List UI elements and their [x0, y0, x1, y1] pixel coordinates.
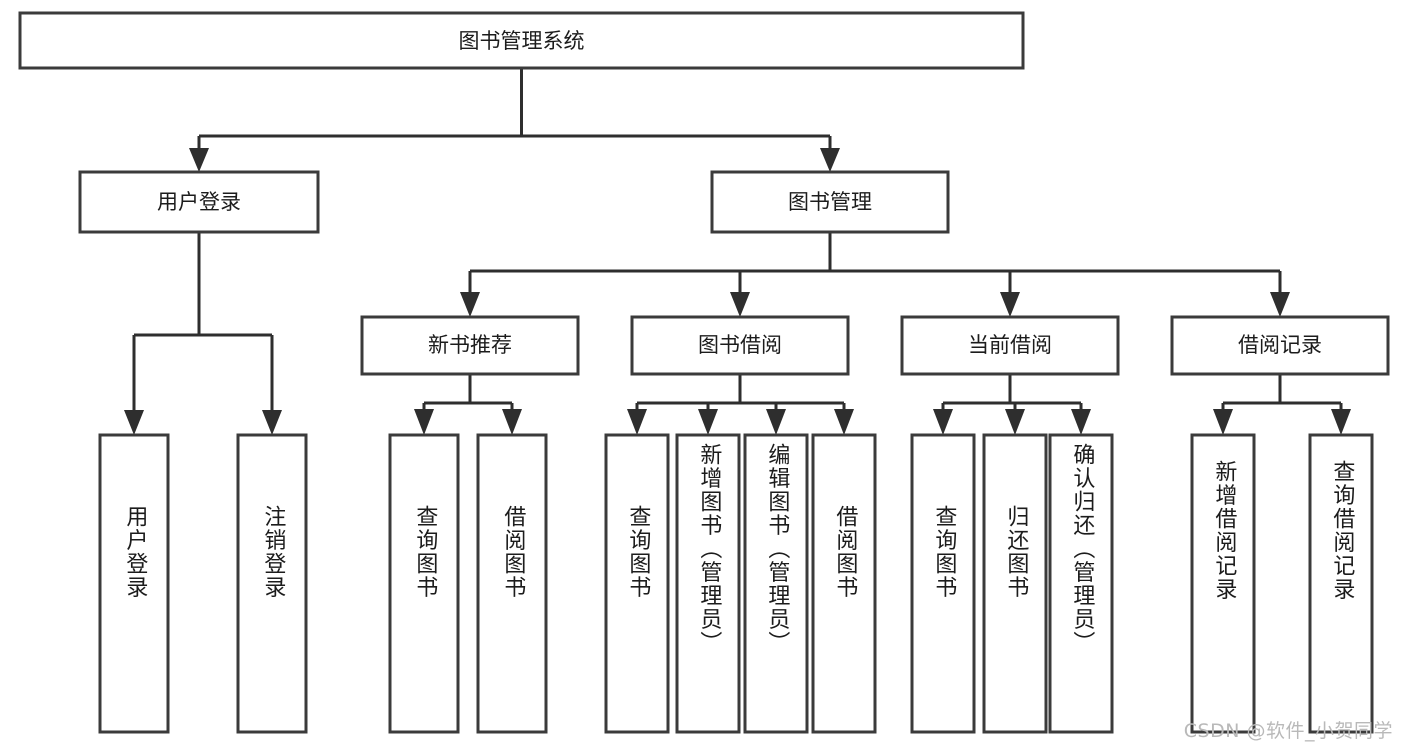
- node-borrow-record-label: 借阅记录: [1238, 333, 1322, 357]
- arrowhead-leaf-borrow-book-2: [834, 409, 854, 435]
- connector-layer: [124, 68, 1351, 435]
- node-new-book-recommend[interactable]: 新书推荐: [360, 315, 580, 376]
- arrowhead-book-management: [820, 148, 840, 172]
- node-leaf-query-book-1-box[interactable]: [388, 433, 460, 734]
- arrowhead-leaf-add-book: [698, 409, 718, 435]
- node-leaf-confirm-return-box[interactable]: [1048, 433, 1114, 734]
- node-new-book-recommend-label: 新书推荐: [428, 333, 512, 357]
- node-book-management-label: 图书管理: [788, 190, 872, 214]
- arrowhead-user-login: [189, 148, 209, 172]
- arrowhead-leaf-user-login: [124, 410, 144, 435]
- arrowhead-current-borrow: [1000, 292, 1020, 317]
- node-leaf-user-login-box[interactable]: [98, 433, 170, 734]
- node-book-management-box[interactable]: [710, 170, 950, 234]
- node-leaf-edit-book-box[interactable]: [743, 433, 809, 734]
- node-user-login-box[interactable]: [78, 170, 320, 234]
- node-root-label: 图书管理系统: [459, 29, 585, 53]
- node-current-borrow-box[interactable]: [900, 315, 1120, 376]
- node-book-management[interactable]: 图书管理: [710, 170, 950, 234]
- arrowhead-leaf-return-book: [1005, 409, 1025, 435]
- node-current-borrow[interactable]: 当前借阅: [900, 315, 1120, 376]
- node-leaf-query-record-box[interactable]: [1308, 433, 1374, 734]
- arrowhead-leaf-query-book-3: [933, 409, 953, 435]
- node-root-box[interactable]: [18, 11, 1025, 70]
- arrowhead-leaf-query-book-1: [414, 409, 434, 435]
- node-borrow-record[interactable]: 借阅记录: [1170, 315, 1390, 376]
- node-book-borrow-box[interactable]: [630, 315, 850, 376]
- arrowhead-leaf-confirm-return: [1071, 409, 1091, 435]
- node-leaf-logout-box[interactable]: [236, 433, 308, 734]
- node-user-login[interactable]: 用户登录: [78, 170, 320, 234]
- node-book-borrow[interactable]: 图书借阅: [630, 315, 850, 376]
- arrowhead-leaf-query-book-2: [627, 409, 647, 435]
- arrowhead-leaf-borrow-book-1: [502, 409, 522, 435]
- node-leaf-query-book-2-box[interactable]: [604, 433, 670, 734]
- arrowhead-leaf-query-record: [1331, 409, 1351, 435]
- arrowhead-new-book-recommend: [460, 292, 480, 317]
- csdn-watermark: CSDN @软件_小贺同学: [1183, 720, 1393, 742]
- arrowhead-leaf-edit-book: [766, 409, 786, 435]
- leaf-box-layer[interactable]: [98, 433, 1374, 734]
- arrowhead-book-borrow: [730, 292, 750, 317]
- node-leaf-borrow-book-2-box[interactable]: [811, 433, 877, 734]
- arrowhead-leaf-logout: [262, 410, 282, 435]
- node-root[interactable]: 图书管理系统: [18, 11, 1025, 70]
- node-leaf-add-record-box[interactable]: [1190, 433, 1256, 734]
- node-current-borrow-label: 当前借阅: [968, 333, 1052, 357]
- arrowhead-leaf-add-record: [1213, 409, 1233, 435]
- node-leaf-borrow-book-1-box[interactable]: [476, 433, 548, 734]
- node-new-book-recommend-box[interactable]: [360, 315, 580, 376]
- node-leaf-add-book-box[interactable]: [675, 433, 741, 734]
- node-leaf-query-book-3-box[interactable]: [910, 433, 976, 734]
- node-book-borrow-label: 图书借阅: [698, 333, 782, 357]
- node-user-login-label: 用户登录: [157, 190, 241, 214]
- node-leaf-return-book-box[interactable]: [982, 433, 1048, 734]
- arrowhead-borrow-record: [1270, 292, 1290, 317]
- node-borrow-record-box[interactable]: [1170, 315, 1390, 376]
